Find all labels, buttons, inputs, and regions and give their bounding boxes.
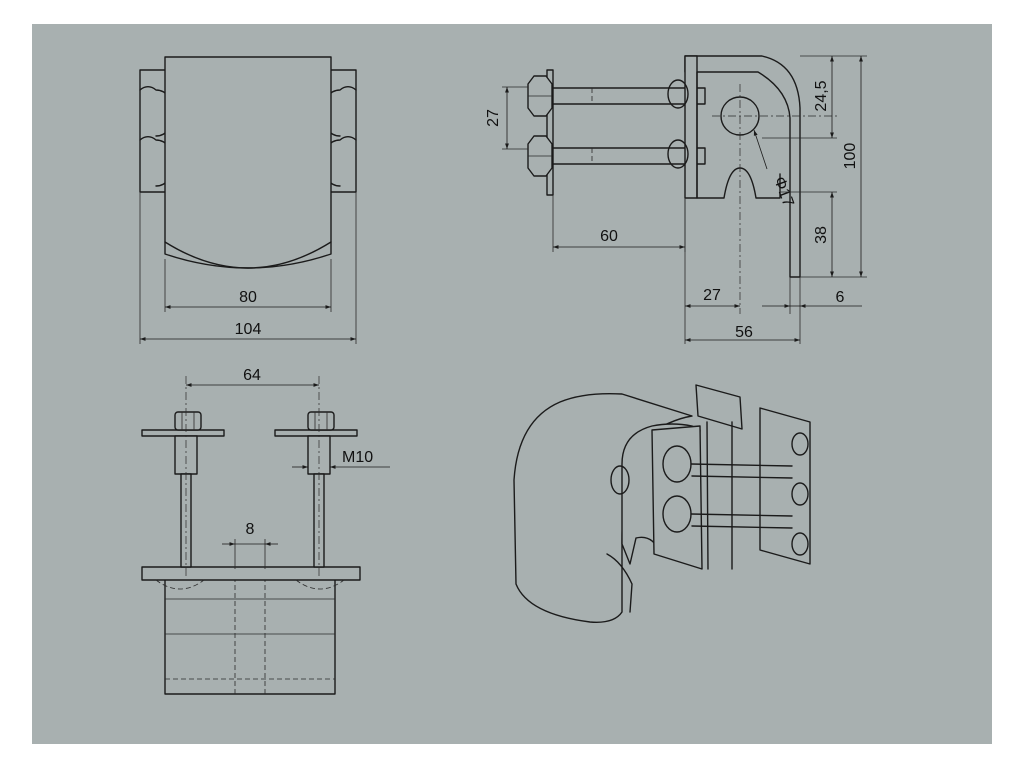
dim-side-offset: 27 <box>703 287 721 304</box>
isometric-view <box>513 384 811 623</box>
dim-side-thickness: 6 <box>836 289 845 306</box>
dim-front-inner-width: 80 <box>239 289 257 306</box>
dim-bottom-thread: M10 <box>342 449 373 466</box>
dim-side-length: 60 <box>600 228 618 245</box>
dim-side-total-height: 100 <box>842 143 859 170</box>
dim-bottom-slot-width: 8 <box>246 521 255 538</box>
front-view: 80 104 <box>139 56 357 344</box>
technical-drawing-sheet: 80 104 Φ17 27 60 <box>32 24 992 744</box>
side-view: Φ17 27 60 24,5 38 100 27 6 56 <box>485 55 867 344</box>
dim-side-depth: 56 <box>735 324 753 341</box>
dim-bottom-bolt-spacing: 64 <box>243 367 261 384</box>
dim-front-total-width: 104 <box>235 321 262 338</box>
bottom-view: 64 M10 8 <box>141 367 390 695</box>
dim-side-height-top: 24,5 <box>813 80 830 111</box>
dim-side-height-bottom: 38 <box>813 226 830 244</box>
dim-side-bolt-spacing: 27 <box>485 109 502 127</box>
